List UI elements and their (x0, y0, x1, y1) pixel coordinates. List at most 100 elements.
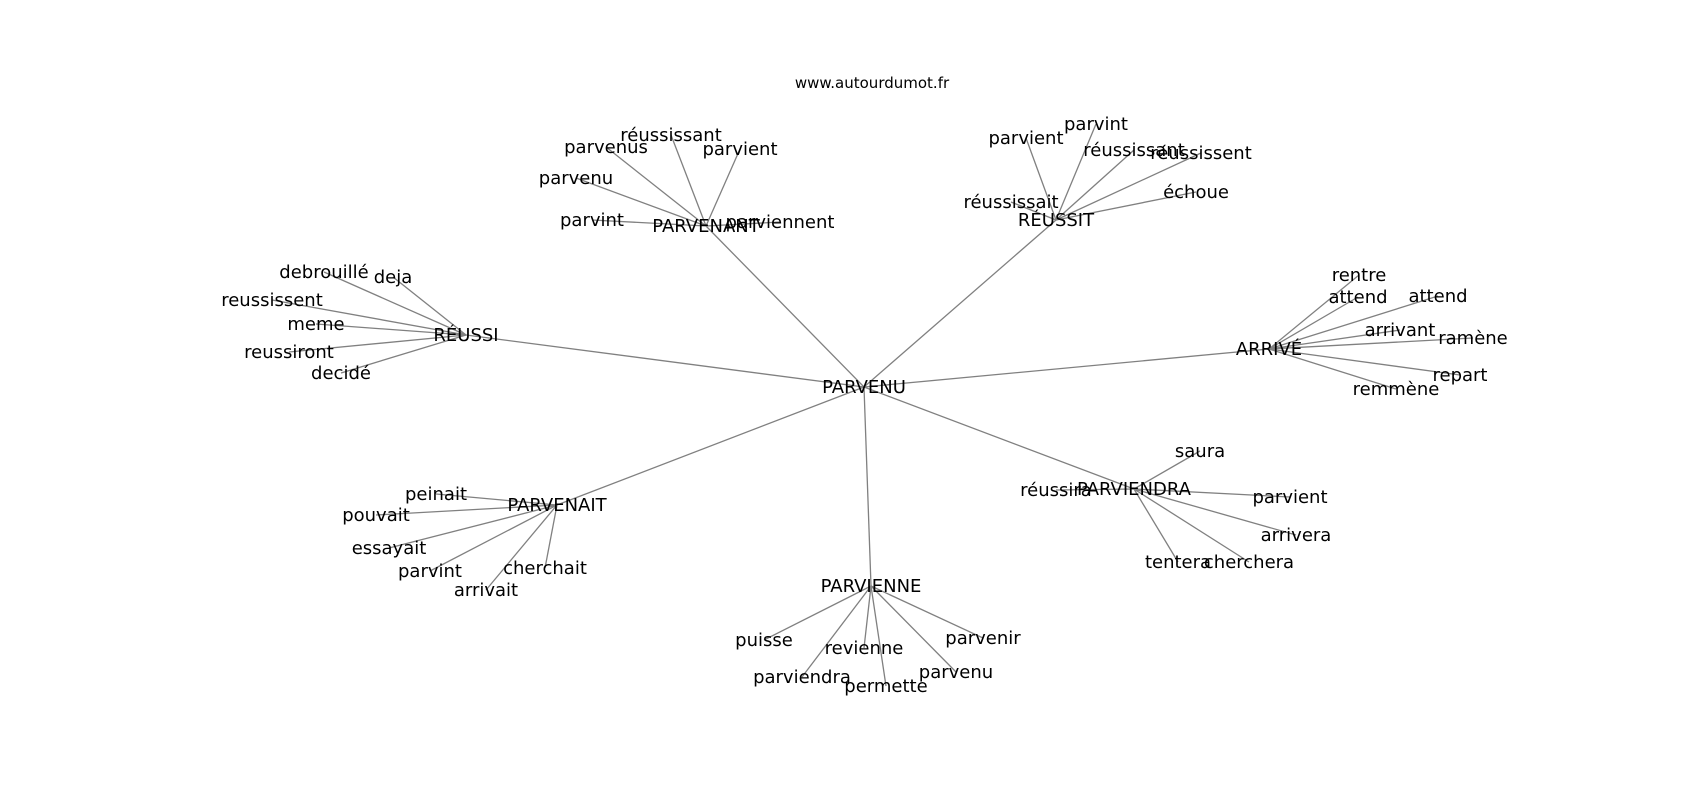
leaf-edge (1010, 201, 1057, 221)
leaf-node-label: cherchera (1204, 552, 1294, 573)
leaf-edge (1133, 488, 1250, 563)
leaf-node-label: parvenus (564, 137, 648, 158)
hub-edge (863, 386, 1135, 490)
leaf-node-label: réussissait (963, 192, 1058, 213)
leaf-node-label: parviendra (753, 667, 851, 688)
leaf-edge (485, 504, 558, 591)
leaf-edge (763, 585, 872, 641)
leaf-edge (315, 323, 467, 336)
leaf-edge (544, 504, 558, 569)
leaf-node-label: peinait (405, 484, 467, 505)
leaf-edge (392, 276, 467, 336)
hub-edge (863, 219, 1057, 388)
leaf-edge (271, 299, 467, 336)
leaf-node-label: parvenir (945, 628, 1021, 649)
leaf-node-label: arrivait (454, 580, 518, 601)
leaf-node-label: parvint (1064, 114, 1128, 135)
leaf-edge (1055, 152, 1202, 221)
leaf-node-label: permette (844, 676, 927, 697)
leaf-node-label: reussiront (244, 342, 334, 363)
leaf-node-label: parvint (560, 210, 624, 231)
cluster-node-label: RÉUSSIT (1018, 209, 1095, 231)
leaf-node-label: deja (374, 267, 413, 288)
leaf-node-label: réussissant (1083, 140, 1185, 161)
leaf-edge (435, 493, 558, 506)
cluster-node-label: PARVENAIT (507, 495, 607, 516)
leaf-node-label: pouvait (342, 505, 410, 526)
leaf-node-label: parvient (988, 128, 1063, 149)
leaf-edge (1268, 296, 1359, 350)
leaf-edge (575, 177, 707, 227)
leaf-node-label: parvint (398, 561, 462, 582)
leaf-edge (605, 146, 707, 227)
leaf-edge (1055, 149, 1135, 221)
leaf-edge (1133, 488, 1291, 498)
leaf-node-label: reussissent (221, 290, 323, 311)
leaf-node-label: debrouillé (279, 262, 368, 283)
hub-edge (863, 386, 872, 587)
leaf-node-label: arrivera (1261, 525, 1332, 546)
cluster-node-label: ARRIVÉ (1236, 338, 1302, 360)
leaf-node-label: parvenu (539, 168, 613, 189)
leaf-edge (323, 271, 467, 336)
leaf-node-label: parvient (1252, 487, 1327, 508)
cluster-node-label: PARVIENNE (821, 576, 922, 597)
leaf-edge (375, 504, 558, 516)
leaf-node-label: puisse (735, 630, 793, 651)
hub-edge (465, 334, 865, 388)
leaf-edge (340, 334, 467, 374)
site-title: www.autourdumot.fr (795, 74, 950, 92)
center-node-label: PARVENU (822, 377, 906, 398)
leaf-node-label: remmène (1353, 379, 1440, 400)
hub-edge (705, 225, 865, 388)
leaf-node-label: parvenu (919, 662, 993, 683)
cluster-node-label: PARVENANT (652, 216, 760, 237)
leaf-node-label: meme (287, 314, 344, 335)
leaf-edge (1268, 348, 1461, 376)
leaf-edge (870, 585, 984, 639)
leaf-edge (1055, 191, 1197, 221)
leaf-edge (1268, 329, 1401, 350)
leaf-edge (870, 585, 957, 673)
leaf-node-label: repart (1433, 365, 1488, 386)
leaf-node-label: échoue (1163, 182, 1229, 203)
leaf-node-label: arrivant (1365, 320, 1436, 341)
leaf-edge (1025, 137, 1057, 221)
cluster-node-label: RÉUSSI (433, 324, 498, 346)
leaf-node-label: parviennent (726, 212, 835, 233)
leaf-node-label: réussira (1020, 480, 1092, 501)
leaf-edge (1133, 450, 1201, 490)
leaf-node-label: attend (1328, 287, 1387, 308)
leaf-edge (670, 134, 707, 227)
leaf-node-label: revienne (825, 638, 904, 659)
leaf-edge (705, 148, 741, 227)
leaf-node-label: tentera (1145, 552, 1211, 573)
leaf-edge (591, 219, 707, 227)
leaf-node-label: essayait (352, 538, 427, 559)
leaf-edge (1268, 274, 1360, 350)
leaf-edge (1133, 488, 1297, 536)
leaf-edge (863, 585, 872, 649)
leaf-node-label: réussissant (620, 125, 722, 146)
cluster-node-label: PARVIENDRA (1077, 479, 1192, 500)
leaf-edge (870, 585, 887, 687)
leaf-edge (1268, 337, 1474, 350)
leaf-node-label: saura (1175, 441, 1225, 462)
leaf-edge (1055, 123, 1097, 221)
leaf-node-label: réussissent (1150, 143, 1252, 164)
leaf-node-label: ramène (1438, 328, 1508, 349)
hub-edge (863, 348, 1270, 388)
leaf-edge (429, 504, 558, 572)
leaf-edge (1268, 295, 1439, 350)
leaf-edge (388, 504, 558, 549)
leaf-edge (288, 334, 467, 353)
leaf-node-label: cherchait (503, 558, 587, 579)
leaf-node-label: decidé (311, 363, 371, 384)
leaf-edge (801, 585, 872, 678)
edge-layer (271, 123, 1474, 687)
leaf-node-label: rentre (1332, 265, 1387, 286)
leaf-edge (1133, 488, 1179, 563)
leaf-edge (1268, 348, 1397, 390)
